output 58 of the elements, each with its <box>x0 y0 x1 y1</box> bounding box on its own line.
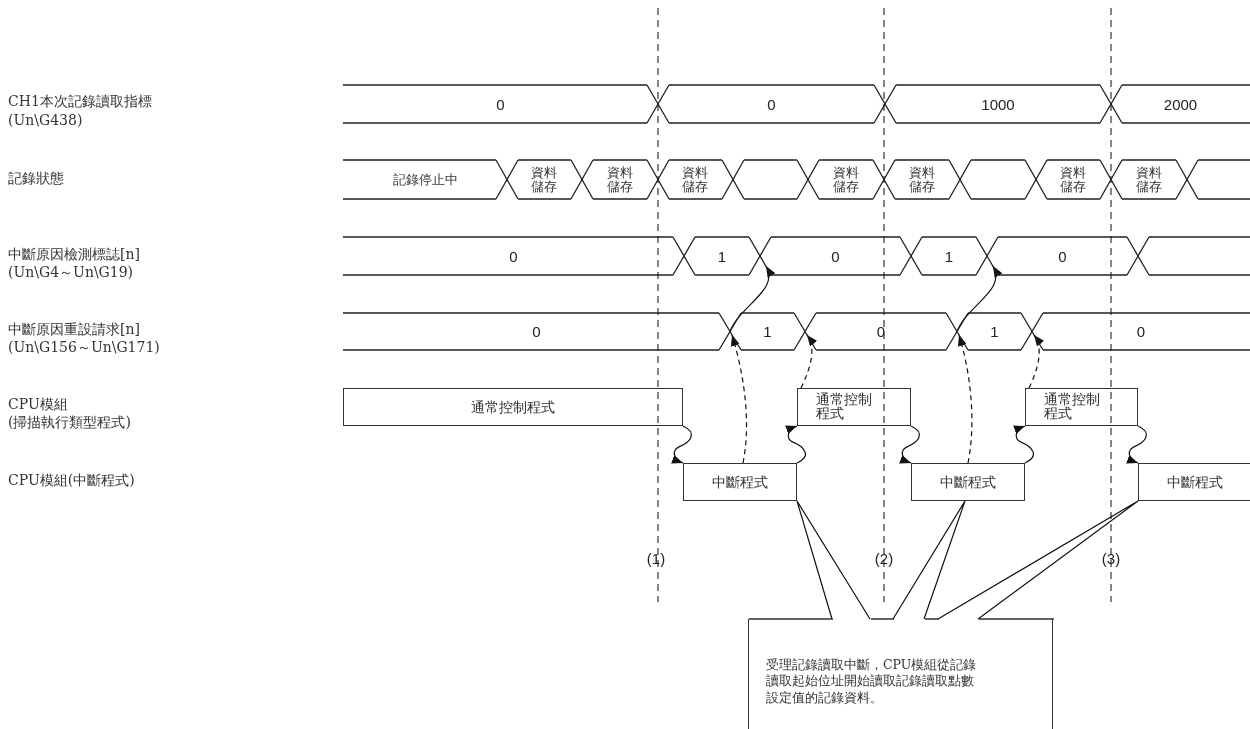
program-box: 通常控制程式 <box>343 388 683 426</box>
callout-pointer <box>892 500 966 620</box>
arrow <box>730 334 748 464</box>
waveform-segment <box>1138 237 1250 275</box>
signal-name: 記錄狀態 <box>8 170 64 188</box>
waveform-segment: 1 <box>684 237 760 275</box>
signal-name: CPU模組 <box>8 396 68 414</box>
signal-name: 中斷原因重設請求[n] <box>8 321 140 339</box>
arrow <box>899 425 920 464</box>
waveform-segment: 1000 <box>885 85 1111 123</box>
signal-name: CPU模組(中斷程式) <box>8 472 135 490</box>
signal-name: CH1本次記錄讀取指標 <box>8 93 152 111</box>
waveform-segment <box>1187 160 1250 199</box>
waveform-segment: 資料儲存 <box>658 160 733 199</box>
waveform-segment <box>733 160 808 199</box>
waveform-segment: 0 <box>805 313 957 350</box>
register-address: (Un\G438) <box>8 112 83 128</box>
timing-marker-label: (3) <box>1101 550 1121 567</box>
waveform-segment: 資料儲存 <box>1111 160 1187 199</box>
callout-box: 受理記錄讀取中斷，CPU模組從記錄讀取起始位址開始讀取記錄讀取點數設定值的記錄資料。 <box>748 619 1053 729</box>
waveform-segment: 資料儲存 <box>507 160 582 199</box>
waveform-segment: 0 <box>343 313 730 350</box>
waveform-segment: 2000 <box>1111 85 1250 123</box>
waveform-segment: 1 <box>957 313 1032 350</box>
waveform-segment <box>960 160 1036 199</box>
arrow <box>785 425 806 464</box>
waveform-segment: 0 <box>658 85 885 123</box>
timing-marker-label: (1) <box>646 550 666 567</box>
waveform-segment: 資料儲存 <box>884 160 960 199</box>
waveform-segment: 記錄停止中 <box>343 160 507 199</box>
program-box: 中斷程式 <box>911 463 1025 501</box>
arrow <box>800 334 817 389</box>
waveform-segment: 0 <box>987 237 1138 275</box>
waveform-segment: 0 <box>343 237 684 275</box>
callout-pointer <box>796 500 871 620</box>
waveform-segment: 資料儲存 <box>808 160 884 199</box>
waveform-segment: 0 <box>760 237 911 275</box>
arrow <box>1126 425 1147 464</box>
program-box: 通常控制程式 <box>1025 388 1138 426</box>
waveform-segment: 0 <box>343 85 658 123</box>
timing-marker-label: (2) <box>874 550 894 567</box>
waveform-segment: 資料儲存 <box>582 160 658 199</box>
waveform-segment: 1 <box>730 313 805 350</box>
program-box: 通常控制程式 <box>797 388 911 426</box>
callout-pointer <box>937 500 1139 620</box>
program-box: 中斷程式 <box>1138 463 1250 501</box>
arrow <box>957 334 973 464</box>
signal-name: (掃描執行類型程式) <box>8 414 131 432</box>
register-address: (Un\G4～Un\G19) <box>8 264 134 282</box>
waveform-segment: 1 <box>911 237 987 275</box>
arrow <box>1013 425 1034 464</box>
program-box: 中斷程式 <box>683 463 797 501</box>
waveform-segment: 資料儲存 <box>1036 160 1111 199</box>
register-address: (Un\G156～Un\G171) <box>8 339 160 357</box>
waveform-segment: 0 <box>1032 313 1250 350</box>
signal-name: 中斷原因檢測標誌[n] <box>8 246 140 264</box>
arrow <box>671 425 692 464</box>
arrow <box>1028 334 1044 389</box>
